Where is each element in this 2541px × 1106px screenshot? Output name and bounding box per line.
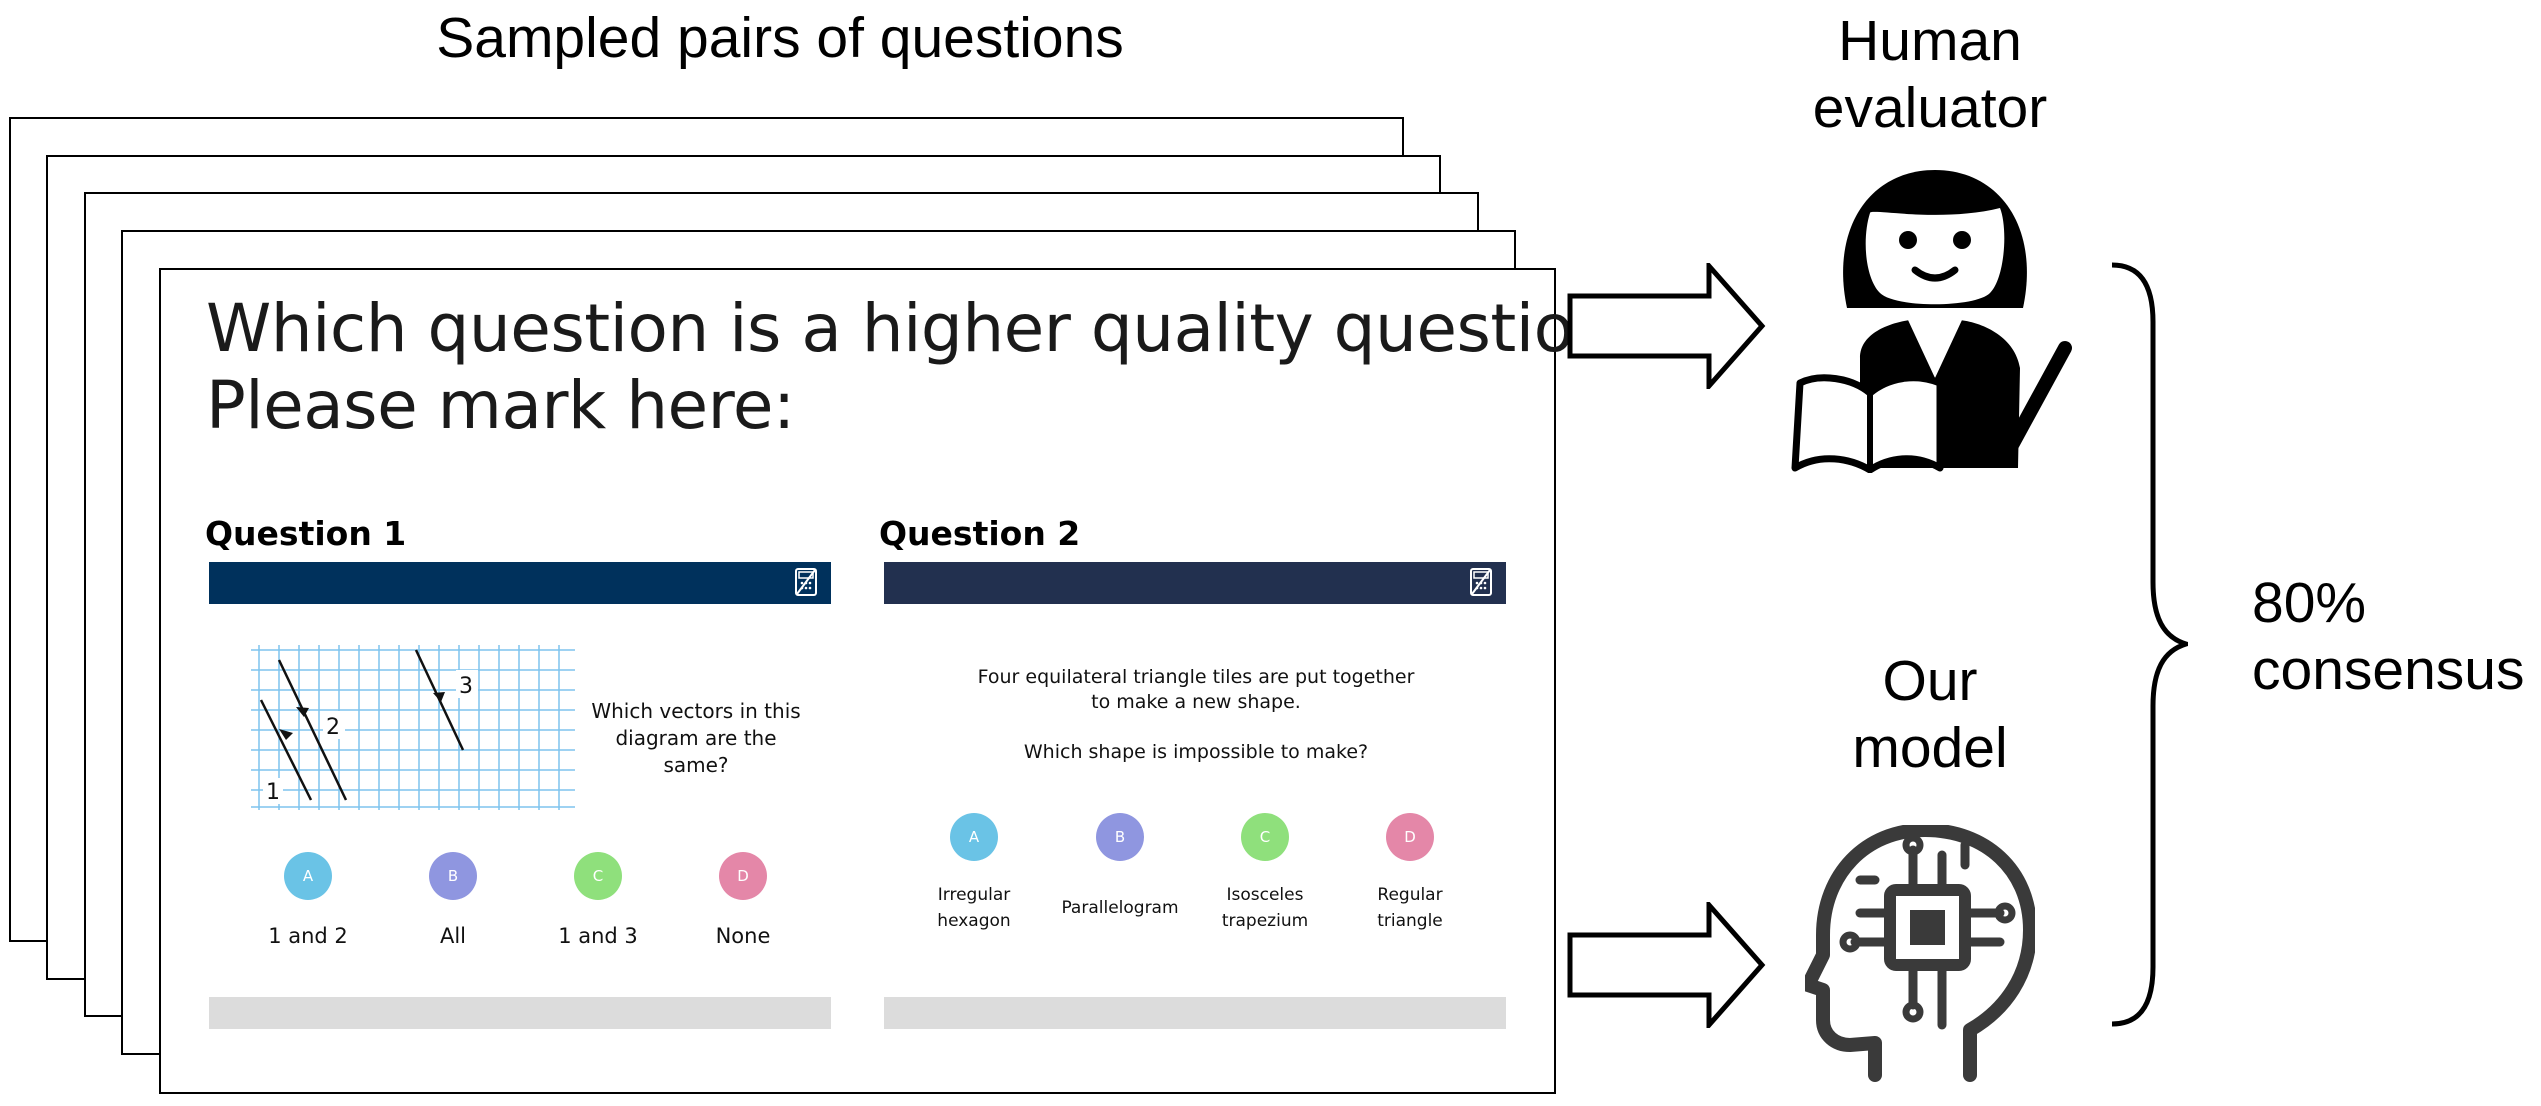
q2-option-a-label: Irregular hexagon	[937, 885, 1011, 931]
question-1-footer-bar	[209, 997, 831, 1029]
q2-option-a[interactable]: A	[950, 813, 998, 861]
q2-option-d[interactable]: D	[1386, 813, 1434, 861]
q2-option-c-label: Isosceles trapezium	[1221, 885, 1309, 931]
question-2-text-line-2: Which shape is impossible to make?	[1023, 741, 1369, 763]
q2-option-b[interactable]: B	[1096, 813, 1144, 861]
consensus-label: 80% consensus	[2252, 571, 2525, 702]
ai-head-chip-icon	[1805, 825, 2035, 1082]
right-arrow-icon	[1567, 263, 1766, 389]
right-arrow-icon	[1567, 902, 1766, 1028]
vector-grid-diagram: 1 2 3	[251, 645, 575, 810]
our-model-label: Our model	[1852, 649, 2008, 781]
vector-label-3: 3	[459, 674, 473, 699]
q1-option-d-label: None	[715, 924, 771, 948]
question-2-text-line-1: Four equilateral triangle tiles are put …	[977, 666, 1415, 713]
prompt-line-1: Which question is a higher quality quest…	[206, 290, 1650, 367]
q1-option-a[interactable]: A	[284, 852, 332, 900]
question-2-header-bar	[884, 562, 1506, 604]
question-2-title: Question 2	[879, 514, 1081, 553]
q1-option-c[interactable]: C	[574, 852, 622, 900]
calculator-icon	[1470, 568, 1492, 596]
q1-option-b-label: All	[439, 924, 467, 948]
card-prompt: Which question is a higher quality quest…	[206, 290, 1650, 444]
q2-option-b-label: Parallelogram	[1061, 898, 1179, 918]
vector-label-1: 1	[266, 780, 280, 805]
calculator-icon	[795, 568, 817, 596]
vector-label-2: 2	[326, 715, 340, 740]
curly-brace	[2111, 262, 2188, 1027]
q1-option-c-label: 1 and 3	[558, 924, 638, 948]
q2-option-d-label: Regular triangle	[1377, 885, 1443, 931]
question-1-header-bar	[209, 562, 831, 604]
question-1-text: Which vectors in this diagram are the sa…	[591, 699, 801, 777]
diagram-title: Sampled pairs of questions	[436, 6, 1124, 70]
q1-option-d[interactable]: D	[719, 852, 767, 900]
question-pair-card: Which question is a higher quality quest…	[159, 268, 1650, 1094]
human-evaluator-label: Human evaluator	[1812, 9, 2048, 141]
question-1-title: Question 1	[205, 514, 407, 553]
prompt-line-2: Please mark here:	[206, 367, 795, 444]
q2-option-c[interactable]: C	[1241, 813, 1289, 861]
teacher-reading-icon	[1791, 170, 2072, 473]
question-2-footer-bar	[884, 997, 1506, 1029]
q1-option-b[interactable]: B	[429, 852, 477, 900]
q1-option-a-label: 1 and 2	[268, 924, 348, 948]
